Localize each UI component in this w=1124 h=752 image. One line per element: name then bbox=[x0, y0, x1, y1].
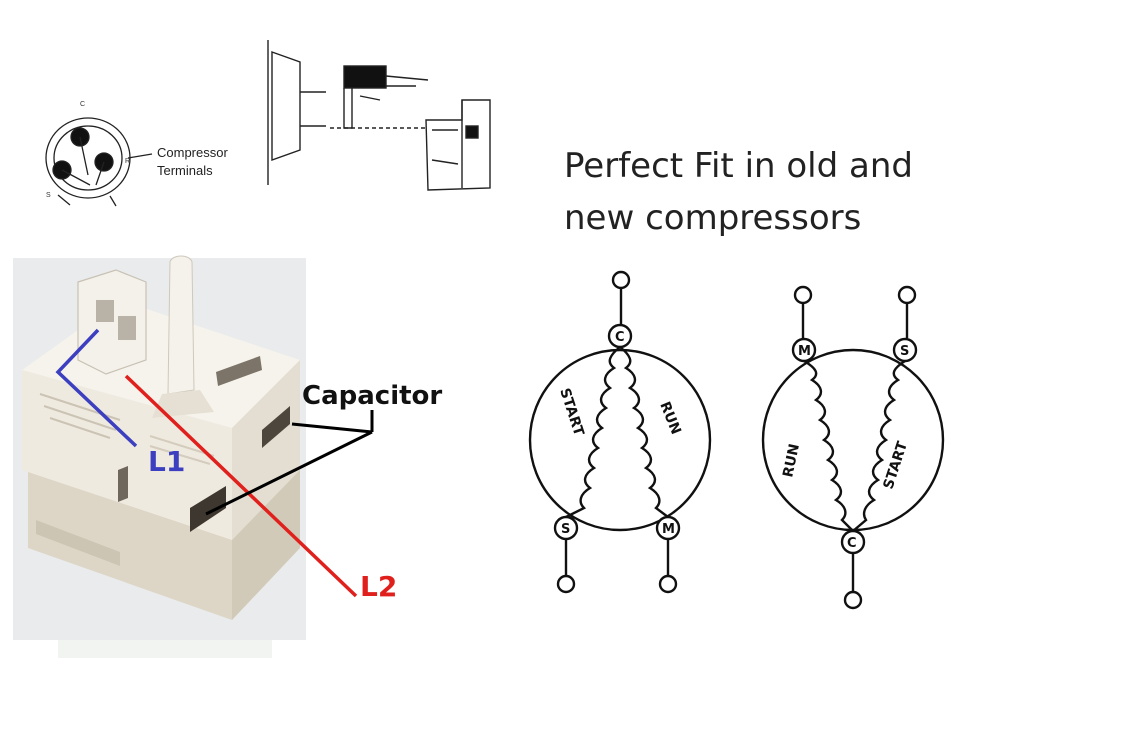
compressor-terminals-sketch bbox=[45, 117, 153, 207]
pin-letter-r: R bbox=[125, 158, 130, 165]
compatibility-heading: Perfect Fit in old and new compressors bbox=[564, 140, 984, 244]
pin-letter-c: C bbox=[80, 101, 85, 108]
schem1-run-label: RUN bbox=[656, 400, 684, 437]
l1-wire bbox=[55, 328, 138, 448]
capacitor-label: Capacitor bbox=[302, 381, 442, 411]
schem2-terminal-m: M bbox=[798, 344, 811, 359]
schem1-terminal-c: C bbox=[615, 330, 625, 345]
capacitor-leader-lines bbox=[205, 410, 374, 516]
schem1-terminal-s: S bbox=[561, 522, 570, 537]
heading-line-2: new compressors bbox=[564, 198, 862, 238]
schematic-old bbox=[528, 270, 712, 594]
schem1-start-label: START bbox=[556, 386, 587, 438]
schem1-terminal-m: M bbox=[662, 522, 675, 537]
schematic-new bbox=[761, 285, 945, 610]
l1-label: L1 bbox=[148, 445, 185, 478]
exploded-relay-sketch bbox=[267, 40, 491, 191]
pin-letter-s: S bbox=[46, 192, 51, 199]
schem2-terminal-c: C bbox=[847, 536, 857, 551]
l2-label: L2 bbox=[360, 570, 397, 603]
compressor-label-line1: Compressor bbox=[157, 145, 228, 160]
relay-photo bbox=[13, 255, 306, 658]
l2-wire bbox=[124, 374, 358, 598]
heading-line-1: Perfect Fit in old and bbox=[564, 146, 913, 186]
schem2-run-label: RUN bbox=[780, 442, 803, 478]
schem2-terminal-s: S bbox=[900, 344, 909, 359]
compressor-label-line2: Terminals bbox=[157, 163, 213, 178]
schem2-start-label: START bbox=[881, 439, 912, 491]
